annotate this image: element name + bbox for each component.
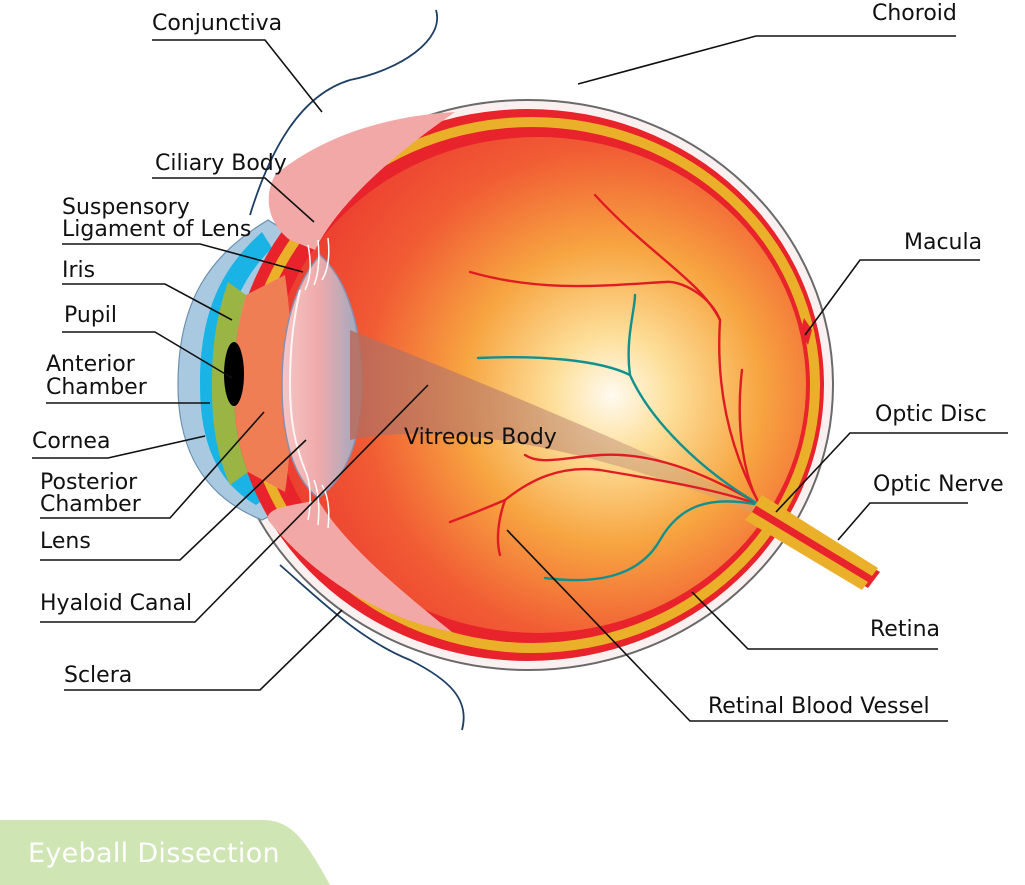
label-optic-nerve: Optic Nerve [873, 472, 1004, 497]
label-anterior-line2: Chamber [46, 375, 148, 400]
label-retina: Retina [870, 617, 940, 642]
label-vitreous-body: Vitreous Body [404, 425, 557, 450]
footer-title: Eyeball Dissection [28, 838, 280, 869]
leader-cornea [32, 435, 206, 459]
label-retinal-blood-vessel: Retinal Blood Vessel [708, 694, 930, 719]
conjunctiva-membrane-lower [279, 564, 465, 731]
label-sclera: Sclera [64, 663, 132, 688]
macula-spot [800, 318, 812, 345]
leader-pupil [62, 331, 233, 379]
leader-posterior-chamber [40, 411, 265, 519]
leader-optic-nerve [837, 502, 968, 541]
label-cornea: Cornea [32, 429, 110, 454]
label-hyaloid-canal: Hyaloid Canal [40, 591, 192, 616]
leader-conjunctiva [152, 39, 323, 113]
optic-nerve-shape [748, 500, 880, 588]
vitreous-body-shape [270, 137, 806, 633]
optic-nerve-sheath [755, 495, 878, 576]
suspensory-ligament-fibers [304, 237, 330, 529]
leader-sclera [64, 609, 343, 691]
leader-retinal-blood-vessel [506, 529, 948, 722]
label-optic-disc: Optic Disc [875, 402, 987, 427]
label-posterior-line2: Chamber [40, 492, 142, 517]
posterior-chamber-shape [234, 275, 292, 492]
leader-optic-disc [775, 432, 1008, 513]
label-posterior-line1: Posterior [40, 470, 138, 495]
ciliary-body-lower [267, 500, 452, 632]
leader-iris [62, 283, 233, 321]
leader-ciliary-body [152, 177, 315, 223]
pupil-shape [224, 342, 244, 406]
leader-suspensory [62, 243, 304, 273]
label-iris: Iris [62, 258, 95, 283]
label-anterior-line1: Anterior [46, 352, 136, 377]
label-macula: Macula [904, 230, 982, 255]
label-lens: Lens [40, 529, 91, 554]
retinal-veins [476, 293, 762, 582]
conjunctiva-membrane-upper [249, 9, 439, 216]
footer-badge [0, 820, 330, 885]
leader-lens [40, 439, 307, 561]
label-suspensory-line1: Suspensory [62, 195, 190, 220]
leader-macula [804, 259, 980, 336]
label-ciliary-body: Ciliary Body [155, 151, 287, 176]
leader-choroid [577, 35, 956, 85]
leader-retina [691, 591, 938, 650]
label-conjunctiva: Conjunctiva [152, 11, 282, 36]
leader-hyaloid-canal [40, 384, 429, 623]
ciliary-body-upper [268, 112, 455, 250]
label-choroid: Choroid [872, 1, 957, 26]
optic-nerve-sheath-lower [745, 512, 868, 590]
label-suspensory-line2: Ligament of Lens [62, 217, 251, 242]
leader-lines [32, 35, 1008, 722]
hyaloid-canal-shape [350, 330, 760, 515]
label-pupil: Pupil [64, 303, 117, 328]
retinal-arteries [448, 193, 762, 557]
